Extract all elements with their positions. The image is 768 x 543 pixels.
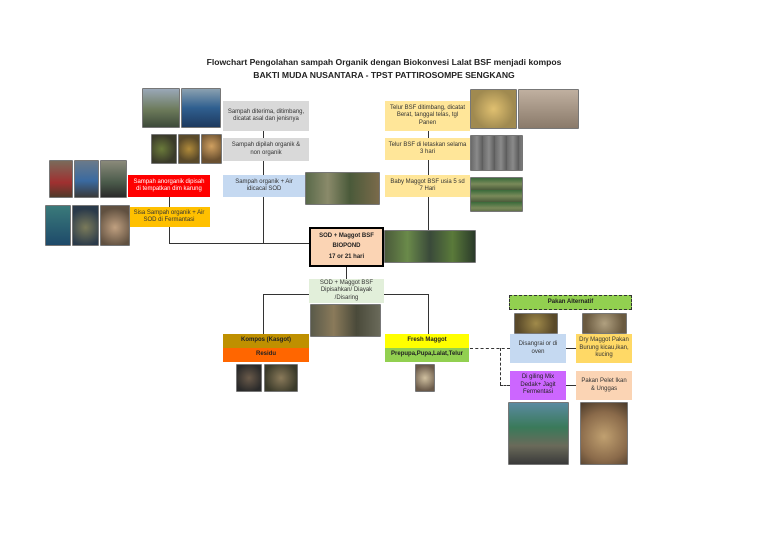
connector-roast-to-dry	[566, 348, 576, 349]
photo-ferment-3	[100, 205, 130, 246]
sod-box: Sampah organik + Air idicacal SOD	[223, 175, 305, 197]
connector-fresh-drop	[428, 294, 429, 334]
photo-compost-2	[264, 364, 298, 392]
photo-fresh-maggot	[415, 364, 435, 392]
connector-grind-to-pellet	[566, 385, 576, 386]
baby-maggot-box: Baby Maggot BSF usia 5 sd 7 Hari	[385, 175, 470, 197]
photo-dry-maggot-2	[582, 313, 627, 334]
connector-left-horizontal	[169, 243, 309, 244]
photo-receiving-1	[142, 88, 180, 128]
page-title: Flowchart Pengolahan sampah Organik deng…	[206, 57, 562, 67]
connector-alt-horizontal	[470, 348, 510, 349]
fermentation-box: Sisa Sampah organik + Air SOD di Fermant…	[128, 207, 210, 227]
connector-compost-drop	[263, 294, 264, 334]
receive-box: Sampah diterima, ditimbang, dicatat asal…	[223, 101, 309, 131]
connector-alt-vertical	[500, 348, 501, 385]
egg-hatch-box: Telur BSF di letaskan selama 3 hari	[385, 138, 470, 160]
prepupa-box: Prepupa,Pupa,Lalat,Telur	[385, 348, 469, 362]
sort-box: Sampah dipilah organik & non organik	[223, 138, 309, 161]
page-subtitle: BAKTI MUDA NUSANTARA - TPST PATTIROSOMPE…	[253, 70, 515, 80]
photo-ferment-1	[45, 205, 71, 246]
photo-sorting-2	[178, 134, 200, 164]
photo-baby-maggot	[470, 177, 523, 212]
photo-sod-mixing	[305, 172, 380, 205]
pellet-box: Pakan Pelet Ikan & Unggas	[576, 371, 632, 400]
photo-compost-1	[236, 364, 262, 392]
grind-box: Di giling Mix Dedak+ Jagit Fermentasi	[510, 371, 566, 400]
photo-inorganic-1	[49, 160, 73, 198]
photo-inorganic-2	[74, 160, 99, 198]
photo-hatching	[470, 135, 523, 171]
photo-eggs-1	[470, 89, 517, 129]
dry-maggot-box: Dry Maggot Pakan Burung kicau,ikan, kuci…	[576, 334, 632, 363]
photo-sorting-1	[151, 134, 177, 164]
photo-dry-maggot-1	[514, 313, 558, 334]
roast-box: Disangrai or di oven	[510, 334, 566, 363]
photo-ferment-2	[72, 205, 99, 246]
alt-feed-header: Pakan Alternatif	[509, 295, 632, 310]
biopond-line1: SOD + Maggot BSF	[319, 232, 374, 239]
fresh-maggot-box: Fresh Maggot	[385, 334, 469, 348]
photo-receiving-2	[181, 88, 221, 128]
photo-inorganic-3	[100, 160, 127, 198]
biopond-line3: 17 or 21 hari	[328, 253, 365, 260]
residu-box: Residu	[223, 348, 309, 362]
photo-eggs-2	[518, 89, 579, 129]
connector-center-down	[346, 267, 347, 279]
compost-box: Kompos (Kasgot)	[223, 334, 309, 348]
photo-sorting-3	[201, 134, 222, 164]
photo-pellet-mill	[508, 402, 569, 465]
egg-weigh-box: Telur BSF ditimbang, dicatat Berat, tang…	[385, 101, 470, 131]
separate-box: SOD + Maggot BSF Dipisahkan/ Diayak /Dis…	[309, 279, 384, 303]
biopond-line2: BIOPOND	[332, 243, 361, 250]
biopond-box: SOD + Maggot BSF BIOPOND 17 or 21 hari	[309, 227, 384, 267]
photo-biopond	[384, 230, 476, 263]
photo-pellets	[580, 402, 628, 465]
photo-sifting	[310, 304, 381, 337]
inorganic-box: Sampah anorganik dipisah di tempatkan di…	[128, 175, 210, 197]
connector-alt-lower	[500, 385, 510, 386]
